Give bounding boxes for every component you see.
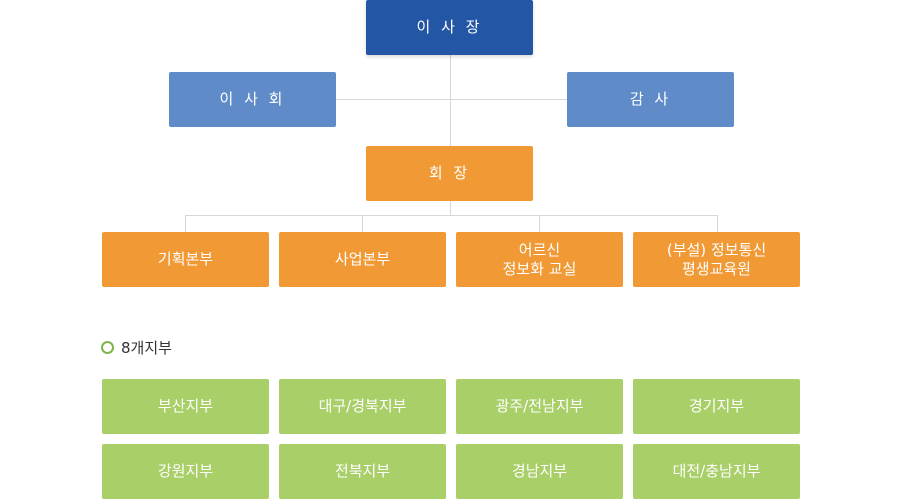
connector-division-3 <box>539 215 540 232</box>
president-box[interactable]: 회 장 <box>366 146 533 201</box>
division-planning[interactable]: 기획본부 <box>102 232 269 287</box>
branch-jeonbuk[interactable]: 전북지부 <box>279 444 446 499</box>
connector-division-2 <box>362 215 363 232</box>
division-business[interactable]: 사업본부 <box>279 232 446 287</box>
connector-division-4 <box>717 215 718 232</box>
connector-division-1 <box>185 215 186 232</box>
branches-heading: 8개지부 <box>101 337 172 358</box>
audit-box[interactable]: 감 사 <box>567 72 734 127</box>
board-box[interactable]: 이 사 회 <box>169 72 336 127</box>
division-senior-it-class[interactable]: 어르신 정보화 교실 <box>456 232 623 287</box>
branch-gwangju-jeonnam[interactable]: 광주/전남지부 <box>456 379 623 434</box>
connector-divisions-bar <box>185 215 718 216</box>
branch-daejeon-chungnam[interactable]: 대전/충남지부 <box>633 444 800 499</box>
connector-board-audit <box>336 99 567 100</box>
division-education-institute[interactable]: (부설) 정보통신 평생교육원 <box>633 232 800 287</box>
circle-bullet-icon <box>101 341 114 354</box>
branch-daegu-gyeongbuk[interactable]: 대구/경북지부 <box>279 379 446 434</box>
chairman-box[interactable]: 이 사 장 <box>366 0 533 55</box>
branch-gangwon[interactable]: 강원지부 <box>102 444 269 499</box>
connector-president-down <box>450 200 451 216</box>
branch-busan[interactable]: 부산지부 <box>102 379 269 434</box>
branch-gyeongnam[interactable]: 경남지부 <box>456 444 623 499</box>
branches-heading-label: 8개지부 <box>121 339 172 357</box>
connector-chairman-president <box>450 54 451 146</box>
branch-gyeonggi[interactable]: 경기지부 <box>633 379 800 434</box>
